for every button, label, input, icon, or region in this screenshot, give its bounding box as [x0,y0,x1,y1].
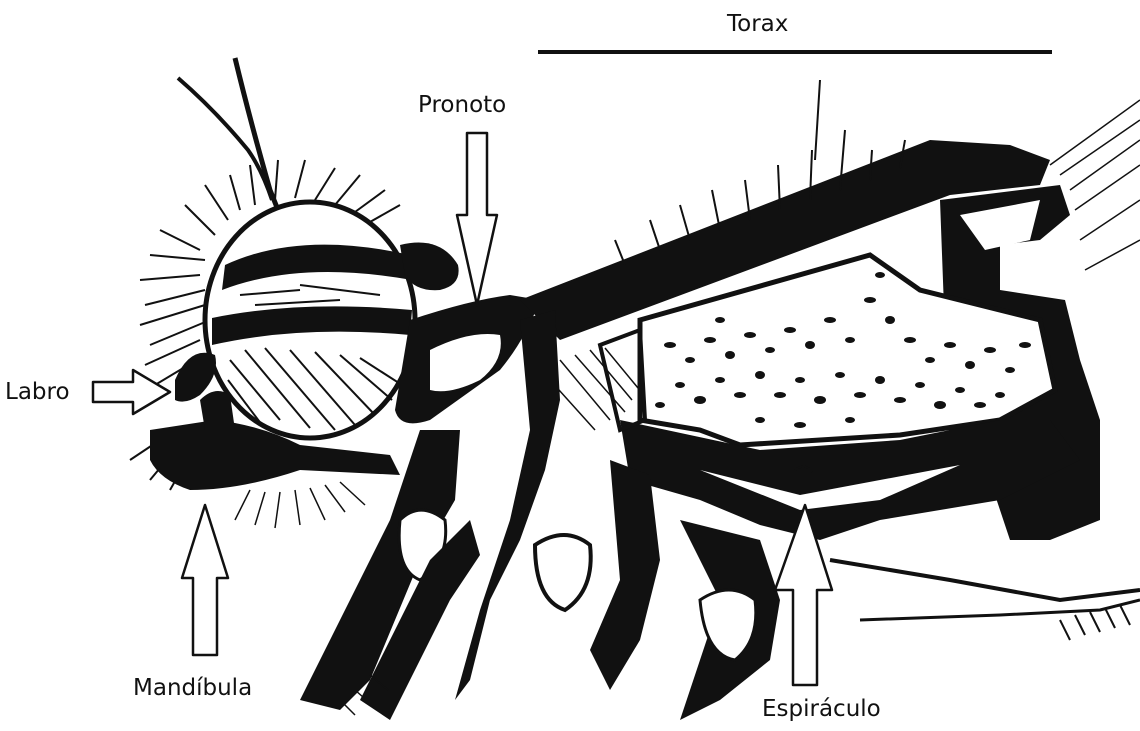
labro-arrow-icon [93,370,170,414]
thorax [520,80,1140,640]
pronoto-arrow-icon [457,133,497,305]
torax-label: Torax [727,13,788,36]
mandibula-label: Mandíbula [133,677,252,700]
espiraculo-label: Espiráculo [762,698,881,721]
insect-head [130,58,459,528]
mandibula-arrow-icon [182,505,228,655]
labro-label: Labro [5,381,70,404]
pronoto-label: Pronoto [418,94,506,117]
